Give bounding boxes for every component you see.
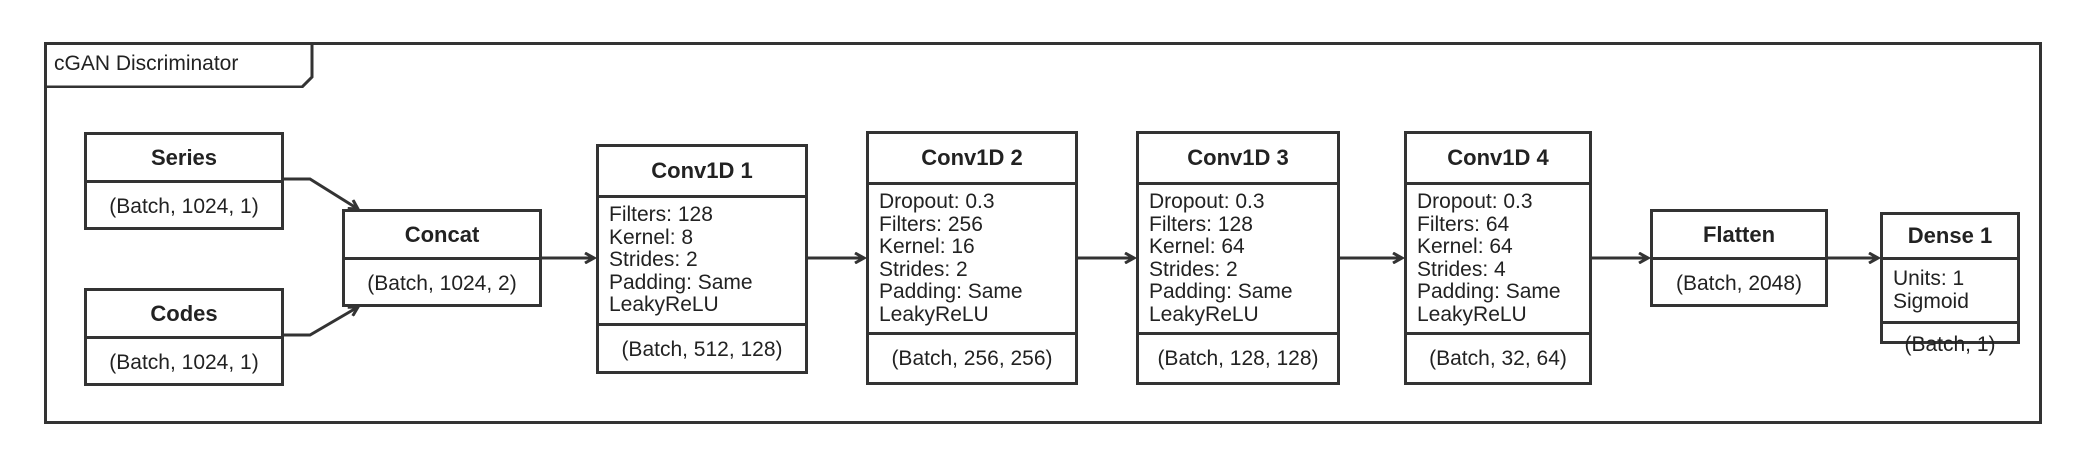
node-conv1d-3: Conv1D 3 Dropout: 0.3 Filters: 128 Kerne… [1136,131,1340,385]
node-series: Series (Batch, 1024, 1) [84,132,284,230]
node-params: Dropout: 0.3 Filters: 256 Kernel: 16 Str… [869,185,1075,335]
node-shape: (Batch, 1) [1904,333,1996,356]
node-shape: (Batch, 1024, 1) [109,350,259,374]
param-line: Sigmoid [1893,289,1969,313]
node-params: Filters: 128 Kernel: 8 Strides: 2 Paddin… [599,198,805,326]
node-title: Dense 1 [1883,215,2017,260]
param-line: Kernel: 16 [879,235,975,258]
node-title: Series [87,135,281,183]
param-line: Kernel: 64 [1417,235,1513,258]
frame-tab [44,42,314,88]
node-codes: Codes (Batch, 1024, 1) [84,288,284,386]
node-shape: (Batch, 2048) [1675,271,1803,295]
node-shape: (Batch, 1024, 2) [367,271,517,295]
node-params: Dropout: 0.3 Filters: 64 Kernel: 64 Stri… [1407,185,1589,335]
frame-label: cGAN Discriminator [54,52,239,75]
param-line: Kernel: 8 [609,225,694,249]
node-conv1d-1: Conv1D 1 Filters: 128 Kernel: 8 Strides:… [596,144,808,374]
diagram-frame [44,42,2042,424]
node-title: Concat [345,212,539,260]
node-dense-1: Dense 1 Units: 1 Sigmoid (Batch, 1) [1880,212,2020,356]
node-params: Dropout: 0.3 Filters: 128 Kernel: 64 Str… [1139,185,1337,335]
param-line: Dropout: 0.3 [879,190,995,213]
param-line: Strides: 2 [879,257,968,281]
node-shape: (Batch, 1024, 1) [109,194,259,218]
node-shape: (Batch, 128, 128) [1157,347,1319,370]
node-title: Conv1D 4 [1407,134,1589,185]
param-line: Dropout: 0.3 [1417,190,1533,213]
param-line: Strides: 2 [609,248,698,271]
param-line: Padding: Same [609,270,753,294]
param-line: Padding: Same [879,280,1023,303]
param-line: Padding: Same [1417,280,1561,303]
node-title: Conv1D 1 [599,147,805,198]
param-line: Units: 1 [1893,267,1965,290]
param-line: Strides: 2 [1149,257,1238,281]
node-title: Conv1D 3 [1139,134,1337,185]
param-line: LeakyReLU [1149,302,1259,326]
node-params: Units: 1 Sigmoid [1883,260,2017,324]
node-title: Conv1D 2 [869,134,1075,185]
param-line: Filters: 256 [879,212,983,236]
node-flatten: Flatten (Batch, 2048) [1650,209,1828,307]
param-line: Filters: 64 [1417,212,1510,236]
param-line: LeakyReLU [1417,302,1527,326]
param-line: LeakyReLU [879,302,989,326]
node-conv1d-2: Conv1D 2 Dropout: 0.3 Filters: 256 Kerne… [866,131,1078,385]
param-line: Dropout: 0.3 [1149,190,1265,213]
node-shape: (Batch, 512, 128) [621,337,783,361]
param-line: Filters: 128 [609,203,713,226]
node-title: Flatten [1653,212,1825,260]
edge-codes-concat [284,307,358,337]
node-concat: Concat (Batch, 1024, 2) [342,209,542,307]
param-line: Filters: 128 [1149,212,1253,236]
param-line: Strides: 4 [1417,257,1506,281]
node-title: Codes [87,291,281,339]
edge-series-concat [284,177,358,209]
param-line: LeakyReLU [609,293,719,316]
node-conv1d-4: Conv1D 4 Dropout: 0.3 Filters: 64 Kernel… [1404,131,1592,385]
node-shape: (Batch, 256, 256) [891,347,1053,370]
param-line: Kernel: 64 [1149,235,1245,258]
param-line: Padding: Same [1149,280,1293,303]
node-shape: (Batch, 32, 64) [1429,347,1567,370]
